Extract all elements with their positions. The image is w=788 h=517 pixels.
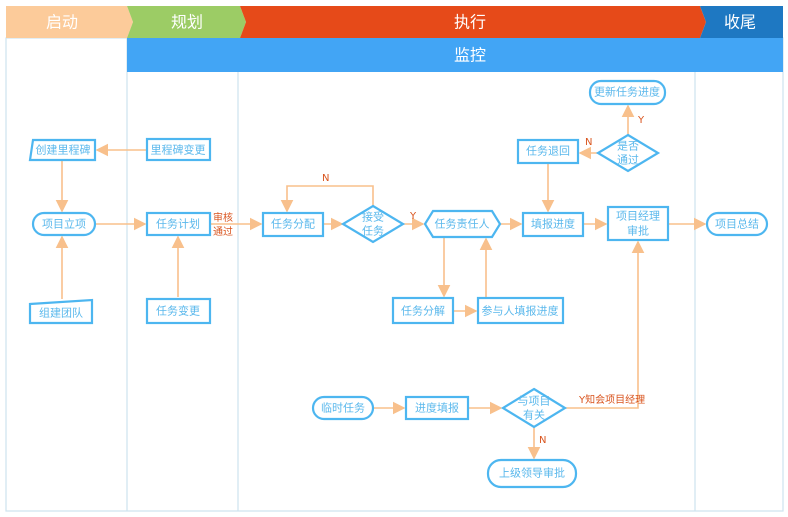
node-pass-check[interactable]: [595, 133, 661, 173]
phase-plan: [127, 6, 246, 38]
edge-label-n: N: [322, 173, 329, 184]
node-pm-approve[interactable]: [606, 205, 670, 242]
node-leader-approve[interactable]: [486, 458, 578, 489]
monitor-bar: [127, 38, 783, 72]
node-fill-progress[interactable]: [521, 211, 585, 238]
node-label: 与项目: [518, 395, 551, 408]
node-label: 任务变更: [156, 304, 200, 318]
node-label: 填报进度: [531, 217, 575, 231]
node-accept-task[interactable]: [340, 204, 406, 244]
node-label: 进度填报: [415, 401, 459, 415]
node-label: 任务退回: [526, 145, 570, 158]
node-update-progress[interactable]: [588, 79, 667, 106]
node-label: 任务分配: [271, 218, 315, 231]
node-label: 参与人填报进度: [482, 304, 559, 318]
node-participant-fill[interactable]: [476, 296, 565, 325]
node-label: 任务责任人: [435, 218, 490, 231]
swimlanes: [5, 37, 784, 512]
edge-label-n: N: [585, 137, 592, 148]
node-label: 项目立项: [42, 217, 86, 231]
node-task-assign[interactable]: [261, 211, 325, 238]
phase-execute: [240, 6, 706, 38]
node-task-change[interactable]: [145, 297, 212, 325]
node-label: 临时任务: [321, 401, 365, 415]
node-label: 创建里程碑: [36, 143, 91, 157]
node-label: 更新任务进度: [594, 85, 660, 99]
phase-close-label: 收尾: [724, 13, 756, 32]
edges: [55, 104, 707, 460]
edge-label-notify: Y知会项目经理: [578, 393, 645, 406]
node-project-related[interactable]: [500, 387, 568, 429]
node-label: 有关: [523, 408, 545, 422]
node-label: 组建团队: [39, 306, 83, 320]
node-task-decompose[interactable]: [391, 296, 455, 325]
node-label: 项目经理: [616, 210, 660, 223]
approve-label: 审核: [213, 211, 233, 224]
edge-labels: N Y N Y N Y知会项目经理: [322, 115, 645, 446]
node-label: 是否: [617, 140, 639, 153]
node-label: 项目总结: [715, 217, 759, 231]
edge-label-y: Y: [409, 211, 417, 222]
phase-execute-label: 执行: [454, 13, 486, 32]
node-milestone-create[interactable]: [28, 138, 97, 162]
approve-label: 通过: [213, 225, 233, 238]
node-temp-task[interactable]: [311, 395, 375, 421]
phase-close: [700, 6, 783, 38]
node-label: 任务: [362, 225, 384, 238]
node-task-owner[interactable]: [423, 209, 502, 239]
phase-header: 启动 规划 执行 收尾 监控: [6, 6, 783, 72]
node-label: 里程碑变更: [151, 143, 206, 157]
phase-plan-label: 规划: [171, 13, 203, 32]
edge-label-y: Y: [637, 115, 645, 126]
node-milestone-change[interactable]: [145, 137, 212, 162]
node-label: 通过: [617, 154, 639, 167]
nodes: 创建里程碑 里程碑变更 项目立项 组建团队 任务计划 任务变更 审核 通过 任务…: [28, 79, 769, 489]
node-project-init[interactable]: [31, 211, 97, 237]
node-label: 任务计划: [156, 218, 200, 231]
node-summary[interactable]: [705, 211, 769, 237]
node-task-return[interactable]: [516, 138, 580, 165]
node-progress-fill[interactable]: [404, 395, 470, 421]
node-label: 上级领导审批: [499, 466, 565, 480]
phase-start-label: 启动: [46, 13, 78, 32]
node-label: 接受: [362, 211, 384, 224]
node-task-plan[interactable]: [145, 211, 212, 237]
edge-label-n: N: [539, 435, 546, 446]
node-label: 审批: [627, 224, 649, 238]
node-label: 任务分解: [401, 304, 445, 318]
monitor-label: 监控: [454, 46, 486, 65]
node-team-build[interactable]: [28, 298, 94, 325]
phase-start: [6, 6, 133, 38]
